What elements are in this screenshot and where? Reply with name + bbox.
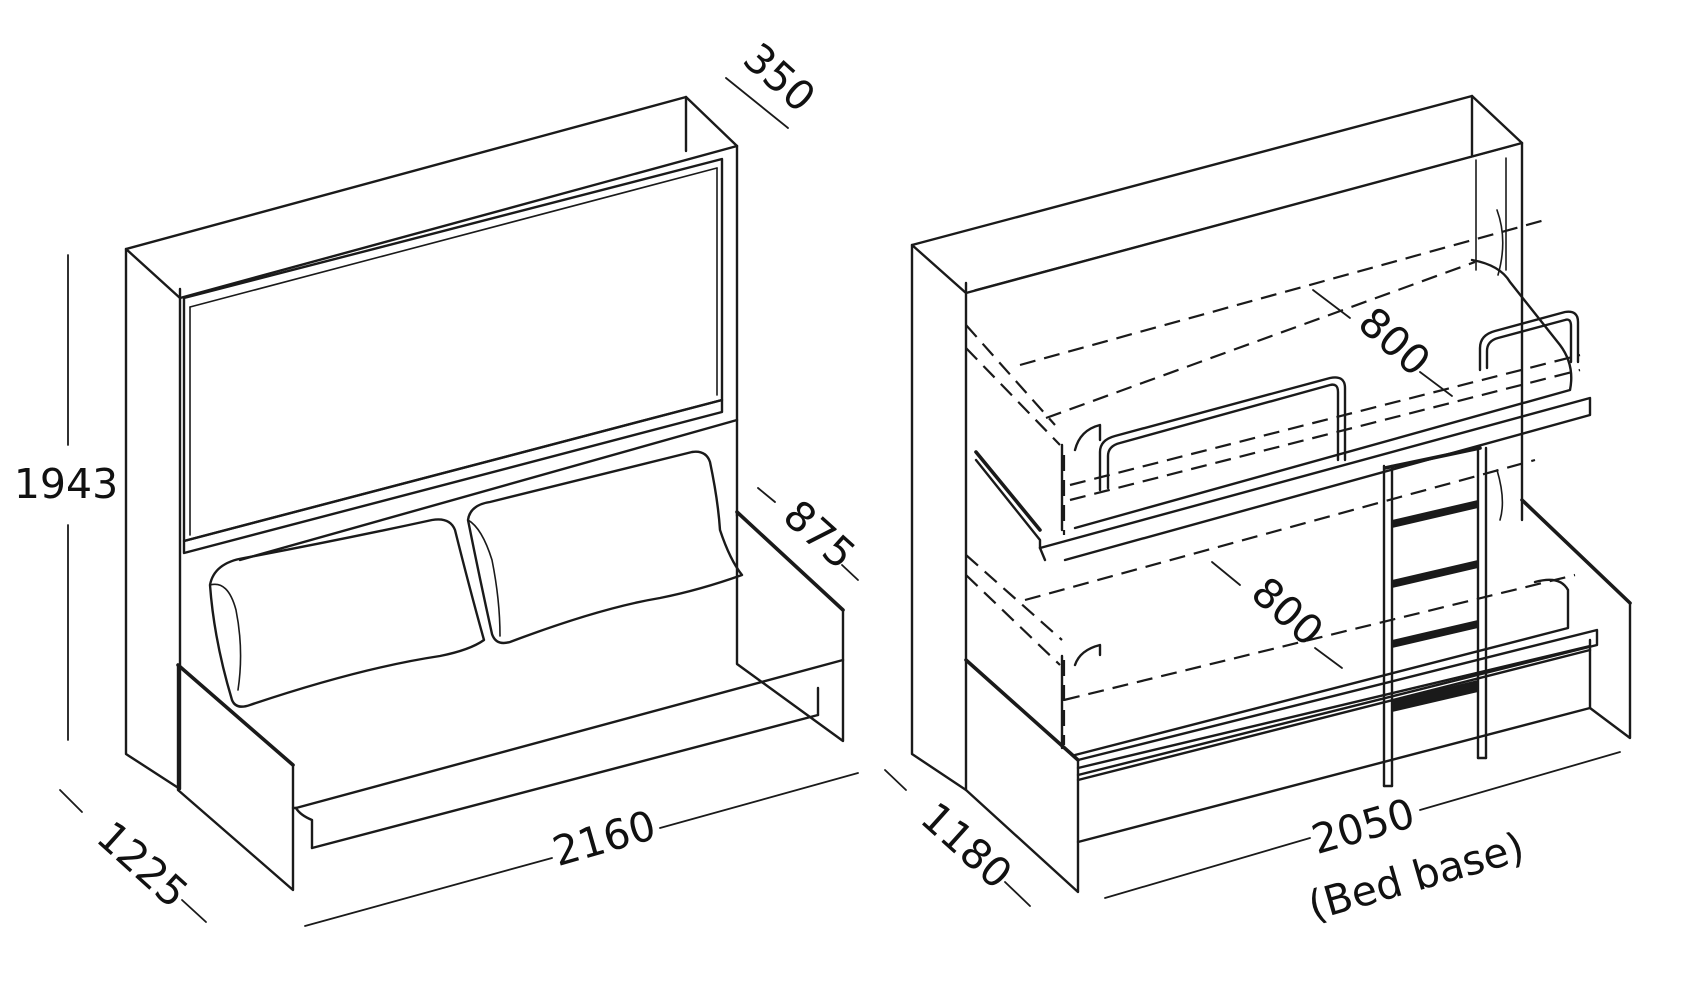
dimension-open-depth: 1225	[59, 789, 207, 923]
dim-2050-label: 2050	[1306, 789, 1420, 864]
dimension-bed-base: 2050 (Bed base)	[1104, 751, 1621, 930]
bunk-bed-drawing	[910, 94, 1632, 894]
dim-800-lower-label: 800	[1242, 568, 1332, 656]
dimension-height: 1943	[14, 254, 118, 741]
dim-1225-label: 1225	[88, 812, 198, 917]
dimension-sofa-depth: 875	[757, 487, 865, 581]
dim-1943-label: 1943	[14, 460, 118, 508]
dimension-top-depth: 350	[725, 34, 825, 129]
dimension-width: 2160	[304, 772, 859, 927]
dimension-bunk-open-depth: 1180	[884, 769, 1031, 907]
dim-800-upper-label: 800	[1349, 298, 1439, 386]
sofa-bed-drawing	[124, 95, 845, 892]
dim-2160-label: 2160	[547, 801, 661, 876]
dim-875-label: 875	[774, 491, 864, 579]
dim-350-label: 350	[734, 34, 824, 122]
